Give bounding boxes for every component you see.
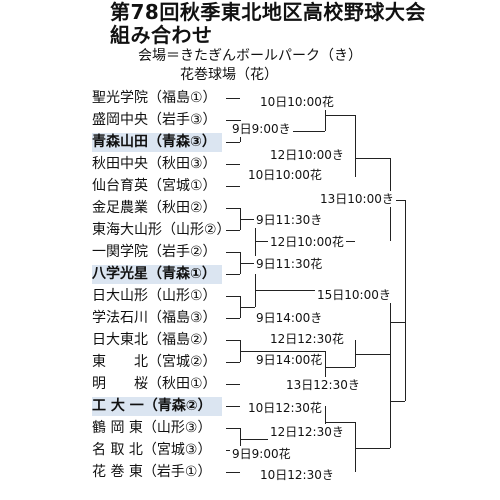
game-label: 9日11:30き [254, 212, 325, 228]
game-label: 12日10:00き [268, 147, 346, 163]
team-row: 秋田中央（秋田③） [92, 156, 217, 172]
game-label: 9日9:00き [230, 121, 293, 137]
game-label: 12日12:30き [268, 424, 346, 440]
game-label: 10日10:00花 [258, 94, 336, 110]
team-row: 学法石川（福島③） [92, 310, 217, 326]
game-label: 13日12:30き [284, 377, 362, 393]
game-label: 13日10:00き [318, 191, 396, 207]
team-row: 金足農業（秋田②） [92, 200, 217, 216]
team-row: 東海大山形（山形②） [92, 222, 231, 238]
document-subtitle: 組み合わせ [110, 23, 213, 47]
game-label: 10日10:00花 [246, 167, 324, 183]
team-row: 鶴 岡 東（山形③） [92, 420, 212, 436]
game-label: 9日14:00花 [254, 352, 325, 368]
team-row: 東 北（宮城②） [92, 354, 217, 370]
team-row: 盛岡中央（岩手③） [92, 112, 217, 128]
team-row-highlighted: 八学光星（青森①） [92, 265, 222, 284]
team-row: 仙台育英（宮城①） [92, 178, 217, 194]
document-title: 第78回秋季東北地区高校野球大会 [110, 0, 426, 24]
venue-line-2: 花巻球場（花） [180, 67, 278, 83]
team-row: 日大山形（山形①） [92, 288, 217, 304]
game-label: 10日12:30花 [246, 400, 324, 416]
game-label: 10日12:30き [258, 467, 336, 483]
venue-line-1: 会場＝きたぎんボールパーク（き） [138, 48, 362, 64]
team-row-highlighted: 工 大 一（青森②） [92, 397, 222, 416]
team-row: 日大東北（福島②） [92, 332, 217, 348]
game-label: 12日10:00花 [268, 234, 346, 250]
team-row: 名 取 北（宮城③） [92, 442, 212, 458]
team-row: 聖光学院（福島①） [92, 90, 217, 106]
team-row: 明 桜（秋田①） [92, 376, 217, 392]
game-label: 15日10:00き [315, 287, 393, 303]
team-row-highlighted: 青森山田（青森③） [92, 133, 222, 152]
team-row: 花 巻 東（岩手①） [92, 464, 212, 480]
game-label: 9日9:00花 [230, 446, 293, 462]
game-label: 9日14:00き [254, 310, 325, 326]
game-label: 12日12:30花 [268, 331, 346, 347]
team-row: 一関学院（岩手②） [92, 244, 217, 260]
game-label: 9日11:30花 [254, 256, 325, 272]
